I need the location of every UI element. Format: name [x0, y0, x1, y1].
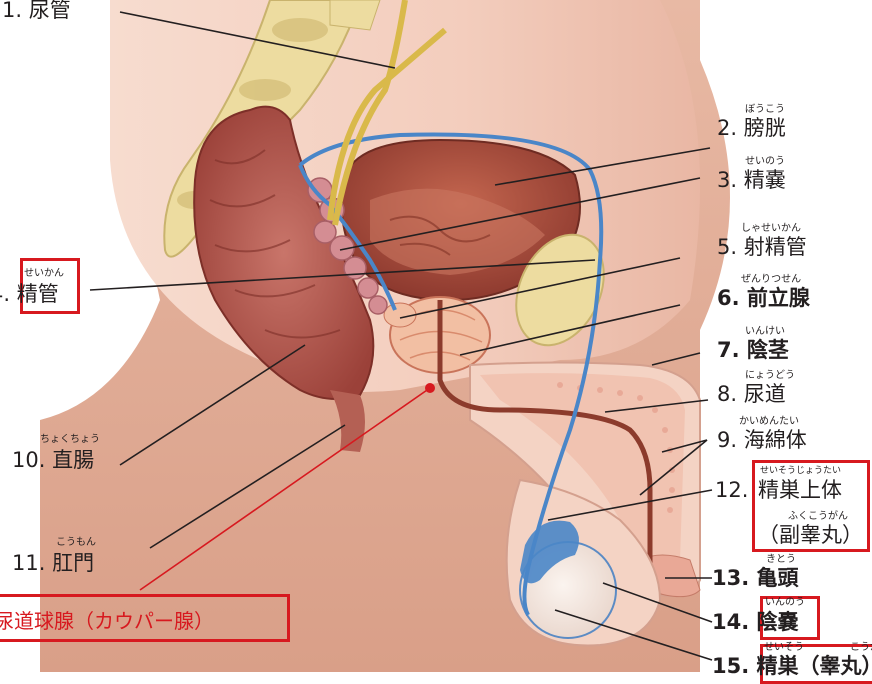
label-bladder: ぼうこう 2. 膀胱 [717, 104, 786, 140]
label-glans: きとう 13. 亀頭 [712, 554, 799, 590]
ureter [332, 0, 408, 226]
urethra [437, 300, 653, 585]
leader-lines [89, 11, 713, 661]
vas-deferens [298, 132, 604, 616]
highlight-box-callout [0, 594, 290, 642]
label-testis: せいそう こうが 15. 精巣（睾丸） [712, 642, 872, 678]
callout-leader [139, 387, 431, 591]
label-ureter: 1. 尿管 [2, 0, 71, 22]
spine-top [329, 0, 381, 31]
label-seminal-vesicle: せいのう 3. 精嚢 [717, 156, 786, 192]
label-prostate: ぜんりつせん 6. 前立腺 [717, 274, 810, 310]
label-anus: こうもん 11. 肛門 [12, 537, 96, 575]
label-epididymis-text: せいそうじょうたい 精巣上体 [758, 466, 842, 502]
label-ejaculatory-duct: しゃせいかん 5. 射精管 [717, 223, 807, 259]
callout-bulbourethral-gland: 尿道球腺（カウパー腺） [0, 609, 214, 633]
corpus-cavernosum [480, 373, 685, 581]
label-vas-deferens: せいかん 4. 精管 [0, 268, 64, 306]
highlight-box-vas-deferens [20, 258, 80, 314]
label-rectum: ちょくちょう 10. 直腸 [12, 434, 100, 472]
label-epididymis-alt: ふくこうがん （副睾丸） [758, 511, 863, 547]
label-epididymis: 12. [715, 478, 749, 502]
label-corpus-cavernosum: かいめんたい 9. 海綿体 [717, 416, 807, 452]
highlight-box-epididymis [752, 460, 870, 552]
highlight-box-scrotum [760, 596, 820, 640]
label-urethra: にょうどう 8. 尿道 [717, 370, 795, 406]
label-penis: いんけい 7. 陰茎 [717, 326, 789, 362]
label-scrotum: いんのう 14. 陰嚢 [712, 597, 805, 634]
anal-canal [330, 390, 365, 452]
